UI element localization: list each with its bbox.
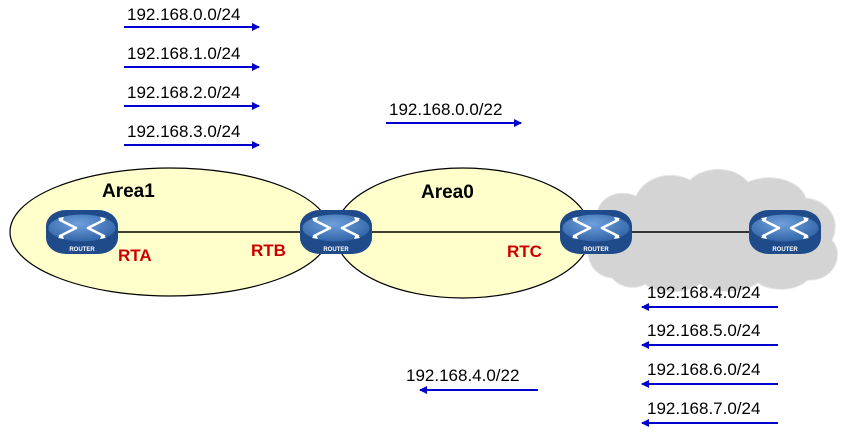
route-label: 192.168.1.0/24 bbox=[127, 44, 240, 63]
router-external[interactable]: ROUTER bbox=[747, 208, 823, 256]
route-advert: 192.168.6.0/24 bbox=[641, 360, 778, 388]
router-rtc[interactable]: ROUTER RTC bbox=[507, 208, 634, 261]
route-advert: 192.168.5.0/24 bbox=[641, 321, 778, 349]
route-label: 192.168.5.0/24 bbox=[647, 321, 760, 340]
router-rta[interactable]: ROUTER RTA bbox=[44, 208, 152, 265]
external-summary-route: 192.168.4.0/22 bbox=[406, 366, 538, 394]
route-advert: 192.168.4.0/24 bbox=[641, 283, 778, 311]
route-advert: 192.168.3.0/24 bbox=[124, 122, 260, 149]
router-external-sublabel: ROUTER bbox=[772, 247, 798, 253]
route-label: 192.168.4.0/24 bbox=[647, 283, 760, 302]
router-rtb-sublabel: ROUTER bbox=[323, 247, 349, 253]
route-label: 192.168.3.0/24 bbox=[127, 122, 240, 141]
external-routes: 192.168.4.0/24 192.168.5.0/24 192.168.6.… bbox=[641, 283, 778, 427]
route-label: 192.168.0.0/24 bbox=[127, 5, 240, 24]
route-advert: 192.168.0.0/24 bbox=[124, 5, 260, 31]
route-label: 192.168.6.0/24 bbox=[647, 360, 760, 379]
summary-route-label: 192.168.0.0/22 bbox=[389, 100, 502, 119]
router-rtb[interactable]: ROUTER RTB bbox=[251, 208, 374, 260]
router-rta-label: RTA bbox=[118, 246, 152, 265]
route-label: 192.168.2.0/24 bbox=[127, 83, 240, 102]
area1-routes: 192.168.0.0/24 192.168.1.0/24 192.168.2.… bbox=[124, 5, 260, 149]
area1-summary-route: 192.168.0.0/22 bbox=[386, 100, 522, 127]
router-rtc-label: RTC bbox=[507, 242, 542, 261]
route-advert: 192.168.7.0/24 bbox=[641, 399, 778, 427]
router-rta-sublabel: ROUTER bbox=[69, 247, 95, 253]
router-rtc-sublabel: ROUTER bbox=[583, 247, 609, 253]
summary-route-label: 192.168.4.0/22 bbox=[406, 366, 519, 385]
route-label: 192.168.7.0/24 bbox=[647, 399, 760, 418]
route-advert: 192.168.2.0/24 bbox=[124, 83, 260, 110]
route-advert: 192.168.1.0/24 bbox=[124, 44, 260, 71]
router-rtb-label: RTB bbox=[251, 241, 286, 260]
area1-label: Area1 bbox=[102, 181, 155, 202]
area0-label: Area0 bbox=[421, 182, 474, 203]
external-network-cloud bbox=[587, 168, 838, 293]
